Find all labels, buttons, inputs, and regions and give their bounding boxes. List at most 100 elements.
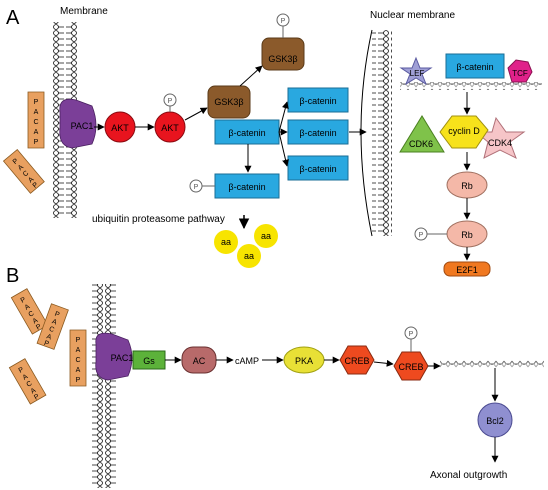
ubiquitin-label: ubiquitin proteasome pathway (92, 214, 225, 225)
panel-b-label: B (6, 265, 19, 287)
svg-text:A: A (17, 164, 25, 173)
membrane-label: Membrane (60, 6, 108, 17)
svg-text:P: P (43, 340, 50, 348)
cyclin-d-label: cyclin D (448, 126, 480, 136)
pac1-label-b: PAC1 (111, 353, 134, 363)
beta-catenin-nuclear-label: β-catenin (456, 62, 493, 72)
svg-text:A: A (34, 129, 39, 136)
pac1-label-a: PAC1 (71, 121, 94, 131)
cyclin-d-node (439, 115, 489, 149)
svg-text:P: P (32, 181, 40, 190)
beta-catenin-stack-1 (287, 87, 349, 113)
lef-node (399, 56, 433, 86)
panel-b-arrows (165, 356, 499, 463)
beta-catenin-main (214, 119, 280, 145)
phospho-gsk3b-label: P (281, 18, 286, 25)
pacap-ligand-b4: P A C A P (69, 329, 87, 387)
akt-label: AKT (111, 123, 129, 133)
dna-strand-a (400, 82, 542, 90)
beta-catenin-nuclear (445, 53, 505, 79)
pac1-receptor-b (95, 332, 133, 381)
svg-text:A: A (32, 317, 40, 326)
amino-acid-1-label: aa (221, 237, 231, 247)
cdk6-node (399, 115, 445, 153)
svg-text:A: A (27, 176, 35, 185)
amino-acid-2-label: aa (261, 231, 271, 241)
beta-catenin-stack-1-label: β-catenin (299, 96, 336, 106)
svg-text:C: C (22, 170, 30, 179)
nuclear-membrane-outline (360, 29, 373, 237)
e2f1-label: E2F1 (456, 265, 478, 275)
svg-text:A: A (22, 373, 30, 382)
phospho-beta-catenin-label: P (194, 184, 199, 191)
cdk4-label: CDK4 (488, 138, 512, 148)
svg-text:P: P (12, 157, 20, 166)
beta-catenin-stack-3-label: β-catenin (299, 164, 336, 174)
svg-text:P: P (54, 311, 61, 319)
dna-strand-b (440, 360, 544, 368)
creb-phospho-label: CREB (398, 362, 423, 372)
pacap-ligand-a2: P A C A P (2, 148, 45, 194)
svg-text:P: P (33, 393, 41, 402)
svg-text:P: P (34, 99, 39, 106)
lef-label: LEF (410, 69, 425, 78)
svg-text:C: C (25, 380, 33, 389)
gsk3b-label: GSK3β (214, 97, 243, 107)
nuclear-membrane (372, 30, 392, 236)
camp-label: cAMP (235, 356, 259, 366)
beta-catenin-stack-3 (287, 155, 349, 181)
tcf-label: TCF (512, 69, 528, 78)
phospho-creb-label: P (409, 331, 414, 338)
amino-acid-2 (254, 224, 278, 248)
plasma-membrane-b (90, 284, 116, 488)
phospho-rb-label: P (419, 232, 424, 239)
pacap-ligand-b2: P A C A P (36, 303, 69, 350)
nuclear-membrane-label: Nuclear membrane (370, 10, 455, 21)
e2f1-node (443, 261, 491, 277)
phospho-akt-label: P (168, 98, 173, 105)
pac1-receptor-a (59, 98, 97, 149)
pacap-ligand-b3: P A C A P (8, 358, 47, 405)
gsk3b-node (207, 85, 251, 119)
axonal-outgrowth-label: Axonal outgrowth (430, 470, 507, 481)
svg-text:A: A (24, 303, 32, 312)
amino-acid-1 (214, 230, 238, 254)
beta-catenin-stack-2-label: β-catenin (299, 128, 336, 138)
rb-label: Rb (461, 181, 473, 191)
svg-text:C: C (33, 119, 38, 126)
svg-text:P: P (76, 337, 81, 344)
creb-node (339, 345, 375, 375)
cdk6-label: CDK6 (409, 139, 433, 149)
gsk3b-phospho-label: GSK3β (268, 54, 297, 64)
amino-acid-3-label: aa (244, 251, 254, 261)
akt-phospho-label: AKT (161, 123, 179, 133)
gs-label: Gs (143, 356, 155, 366)
rb-phospho-label: Rb (461, 230, 473, 240)
ac-label: AC (193, 356, 206, 366)
svg-text:A: A (76, 347, 81, 354)
svg-text:A: A (51, 318, 58, 326)
svg-text:A: A (30, 387, 38, 396)
svg-text:A: A (45, 333, 52, 341)
panel-a-arrows (94, 65, 471, 261)
svg-text:C: C (75, 357, 80, 364)
svg-text:A: A (76, 367, 81, 374)
beta-catenin-degraded-label: β-catenin (228, 182, 265, 192)
creb-label: CREB (344, 356, 369, 366)
tcf-node (507, 59, 533, 83)
svg-text:P: P (34, 139, 39, 146)
svg-text:C: C (27, 310, 35, 319)
panel-a-label: A (6, 7, 20, 29)
svg-text:P: P (18, 366, 26, 375)
amino-acid-3 (237, 244, 261, 268)
bcl2-label: Bcl2 (486, 416, 504, 426)
beta-catenin-stack-2 (287, 119, 349, 145)
svg-text:P: P (76, 377, 81, 384)
beta-catenin-main-label: β-catenin (228, 128, 265, 138)
svg-text:P: P (35, 323, 43, 332)
pacap-ligand-a1: P A C A P (27, 91, 45, 149)
pka-label: PKA (295, 356, 313, 366)
svg-text:P: P (20, 296, 28, 305)
svg-text:A: A (34, 109, 39, 116)
